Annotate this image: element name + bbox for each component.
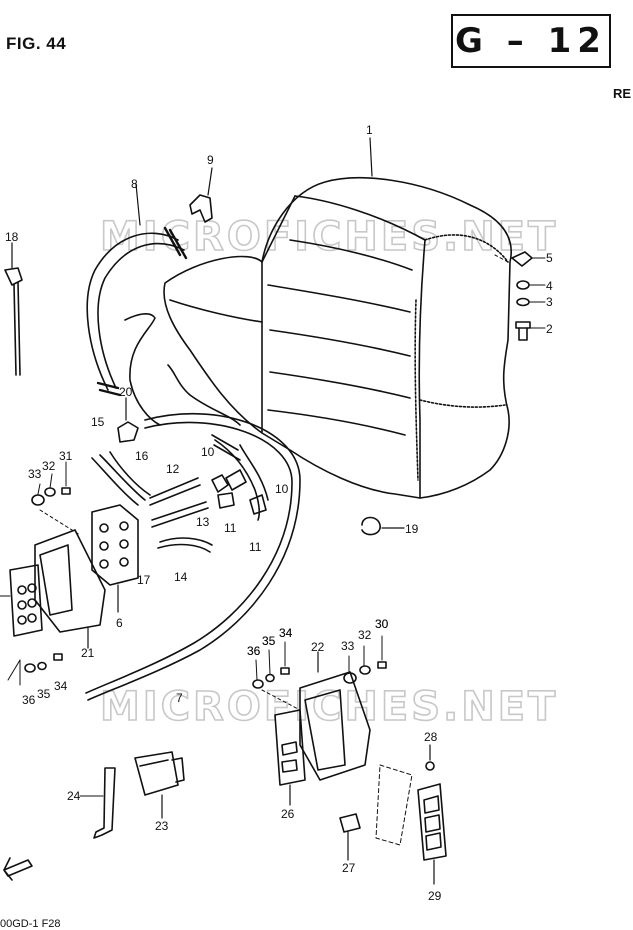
callout-20: 20 [119, 385, 133, 399]
cover-21 [34, 529, 106, 649]
callout-14: 14 [174, 570, 188, 584]
callout-24: 24 [67, 789, 81, 803]
seat-assembly [163, 137, 512, 499]
callout-34: 34 [279, 626, 293, 640]
callout-35: 35 [262, 634, 276, 648]
watermark-bottom: MICROFICHES.NET [100, 684, 558, 730]
small-hoses [91, 451, 213, 553]
footer-code: 00GD-1 F28 [0, 918, 61, 930]
callout-36: 36 [247, 644, 261, 658]
callout-16: 16 [135, 449, 149, 463]
callout-23: 23 [155, 819, 169, 833]
callout-29: 29 [428, 889, 442, 903]
callout-18: 18 [5, 230, 19, 244]
callout-4: 4 [546, 279, 553, 293]
callout-19: 19 [405, 522, 419, 536]
valve [117, 397, 139, 443]
callout-8: 8 [131, 177, 138, 191]
corrugated-hose [86, 183, 188, 397]
page-code-box: G – 12 [451, 14, 611, 68]
callout-27: 27 [342, 861, 356, 875]
callout-28: 28 [424, 730, 438, 744]
long-hose [85, 412, 301, 701]
bracket-24 [79, 767, 116, 839]
callout-31: 31 [59, 449, 73, 463]
callout-15: 15 [91, 415, 105, 429]
seat-fasteners [494, 251, 546, 341]
callout-5: 5 [546, 251, 553, 265]
plate-26 [274, 709, 306, 806]
left-lower-fasteners [7, 653, 63, 686]
hose-loops [124, 313, 269, 521]
cover-22 [299, 651, 371, 781]
page-code: G – 12 [455, 21, 607, 61]
callout-2: 2 [546, 322, 553, 336]
callout-34: 34 [279, 626, 293, 640]
callout-30: 30 [375, 617, 389, 631]
right-upper-fasteners [343, 635, 387, 684]
callout-35: 35 [262, 634, 276, 648]
callout-22: 22 [311, 640, 325, 654]
reference-text: RE [612, 86, 631, 101]
callout-36: 36 [247, 644, 261, 658]
callout-6: 6 [116, 616, 123, 630]
panel-group [375, 744, 447, 885]
lever [4, 242, 23, 376]
callout-11: 11 [249, 540, 262, 554]
callout-17: 17 [137, 573, 151, 587]
callout-26: 26 [281, 807, 295, 821]
right-lower-fasteners [252, 641, 301, 711]
callout-30: 30 [375, 617, 389, 631]
switch-23 [134, 751, 185, 819]
left-switch-plate [0, 564, 43, 637]
callout-33: 33 [28, 467, 42, 481]
callout-32: 32 [42, 459, 56, 473]
callout-21: 21 [81, 646, 95, 660]
callout-10: 10 [201, 445, 215, 459]
callout-33: 33 [341, 639, 355, 653]
forward-arrow-icon [3, 857, 33, 881]
connectors [211, 434, 267, 515]
callout-34: 34 [54, 679, 68, 693]
callout-3: 3 [546, 295, 553, 309]
callout-9: 9 [207, 153, 214, 167]
callout-32: 32 [358, 628, 372, 642]
callout-7: 7 [176, 691, 183, 705]
callout-13: 13 [196, 515, 210, 529]
callout-12: 12 [166, 462, 180, 476]
switch-27 [339, 813, 361, 861]
callout-1: 1 [366, 123, 373, 137]
callout-10: 10 [275, 482, 289, 496]
callout-35: 35 [37, 687, 51, 701]
switch-body [91, 504, 139, 613]
clamp [189, 167, 213, 223]
clip [361, 516, 405, 536]
figure-label: FIG. 44 [6, 34, 67, 53]
callout-11: 11 [224, 521, 237, 535]
callout-36: 36 [22, 693, 36, 707]
